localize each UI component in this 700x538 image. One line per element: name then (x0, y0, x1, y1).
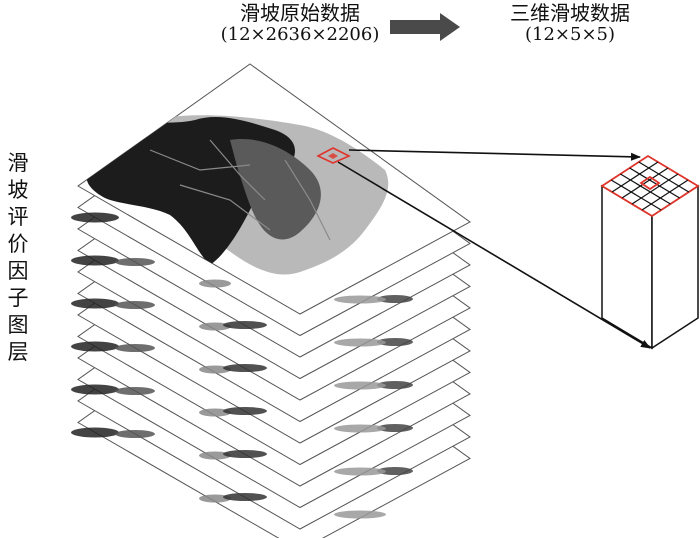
layer-texture (199, 408, 231, 417)
layer-texture (115, 387, 155, 395)
layer-texture (115, 430, 155, 438)
layer-texture (115, 344, 155, 352)
layer-texture (377, 338, 413, 346)
layer-texture (334, 467, 386, 476)
layer-texture (223, 364, 267, 372)
layer-texture (334, 424, 386, 433)
layer-texture (71, 298, 119, 309)
projection-arrow-top (348, 149, 641, 161)
grid-line (611, 161, 659, 193)
layer-texture (377, 424, 413, 432)
cube-top-face (600, 154, 700, 218)
grid-line (620, 173, 671, 205)
layer-texture (377, 295, 413, 303)
layer-texture (71, 427, 119, 438)
source-data-title: 滑坡原始数据 (240, 1, 360, 25)
selected-patch-center (328, 153, 338, 159)
layer-texture (223, 493, 267, 501)
right-block-arrow-icon (390, 13, 460, 41)
factor-layers-char: 评 (7, 205, 29, 229)
layer-texture (334, 381, 386, 390)
layer-texture (199, 365, 231, 374)
layer-texture (71, 341, 119, 352)
target-data-dims: (12×5×5) (524, 24, 616, 45)
source-data-dims: (12×2636×2206) (220, 24, 380, 45)
grid-line (610, 179, 662, 211)
layer-texture (223, 450, 267, 458)
elevation-map-layer (77, 63, 471, 315)
layer-texture (334, 338, 386, 347)
layer-texture (377, 381, 413, 389)
factor-layers-char: 图 (7, 313, 29, 337)
layer-texture (199, 451, 231, 460)
factor-layers-char: 滑 (7, 151, 29, 175)
factor-layers-label: 滑 坡 评 价 因 子 图 层 (3, 150, 33, 366)
cube-top-grid (610, 161, 690, 211)
layer-texture (71, 384, 119, 395)
grid-line (631, 173, 679, 205)
factor-layers-char: 价 (7, 232, 29, 256)
layer-texture (377, 467, 413, 475)
layer-texture (115, 258, 155, 266)
layer-texture (334, 295, 386, 304)
layer-texture (223, 407, 267, 415)
factor-layers-char: 因 (7, 259, 29, 283)
projection-arrow-bottom (337, 161, 651, 349)
terrain-ridge-lines (149, 139, 331, 241)
grid-line (641, 179, 689, 211)
grid-line (638, 161, 690, 193)
grid-line (621, 167, 669, 199)
layer-texture (71, 255, 119, 266)
layer-texture (71, 212, 119, 223)
grid-line (629, 167, 680, 199)
source-data-title-block: 滑坡原始数据 (12×2636×2206) (170, 2, 430, 46)
layer-texture (199, 494, 231, 503)
selected-patch (316, 147, 351, 164)
layer-texture (199, 322, 231, 331)
cube-3d-data (600, 154, 700, 350)
cube-center-cell (639, 175, 661, 191)
layer-texture (115, 301, 155, 309)
target-data-title-block: 三维滑坡数据 (12×5×5) (470, 2, 670, 46)
layer-texture (223, 321, 267, 329)
factor-layers-char: 坡 (7, 178, 29, 202)
layer-texture (199, 279, 231, 288)
factor-layers-char: 层 (7, 340, 29, 364)
target-data-title: 三维滑坡数据 (510, 1, 630, 25)
terrain-mid-zone (230, 139, 321, 240)
layer-texture (334, 510, 386, 519)
factor-layers-char: 子 (7, 286, 29, 310)
